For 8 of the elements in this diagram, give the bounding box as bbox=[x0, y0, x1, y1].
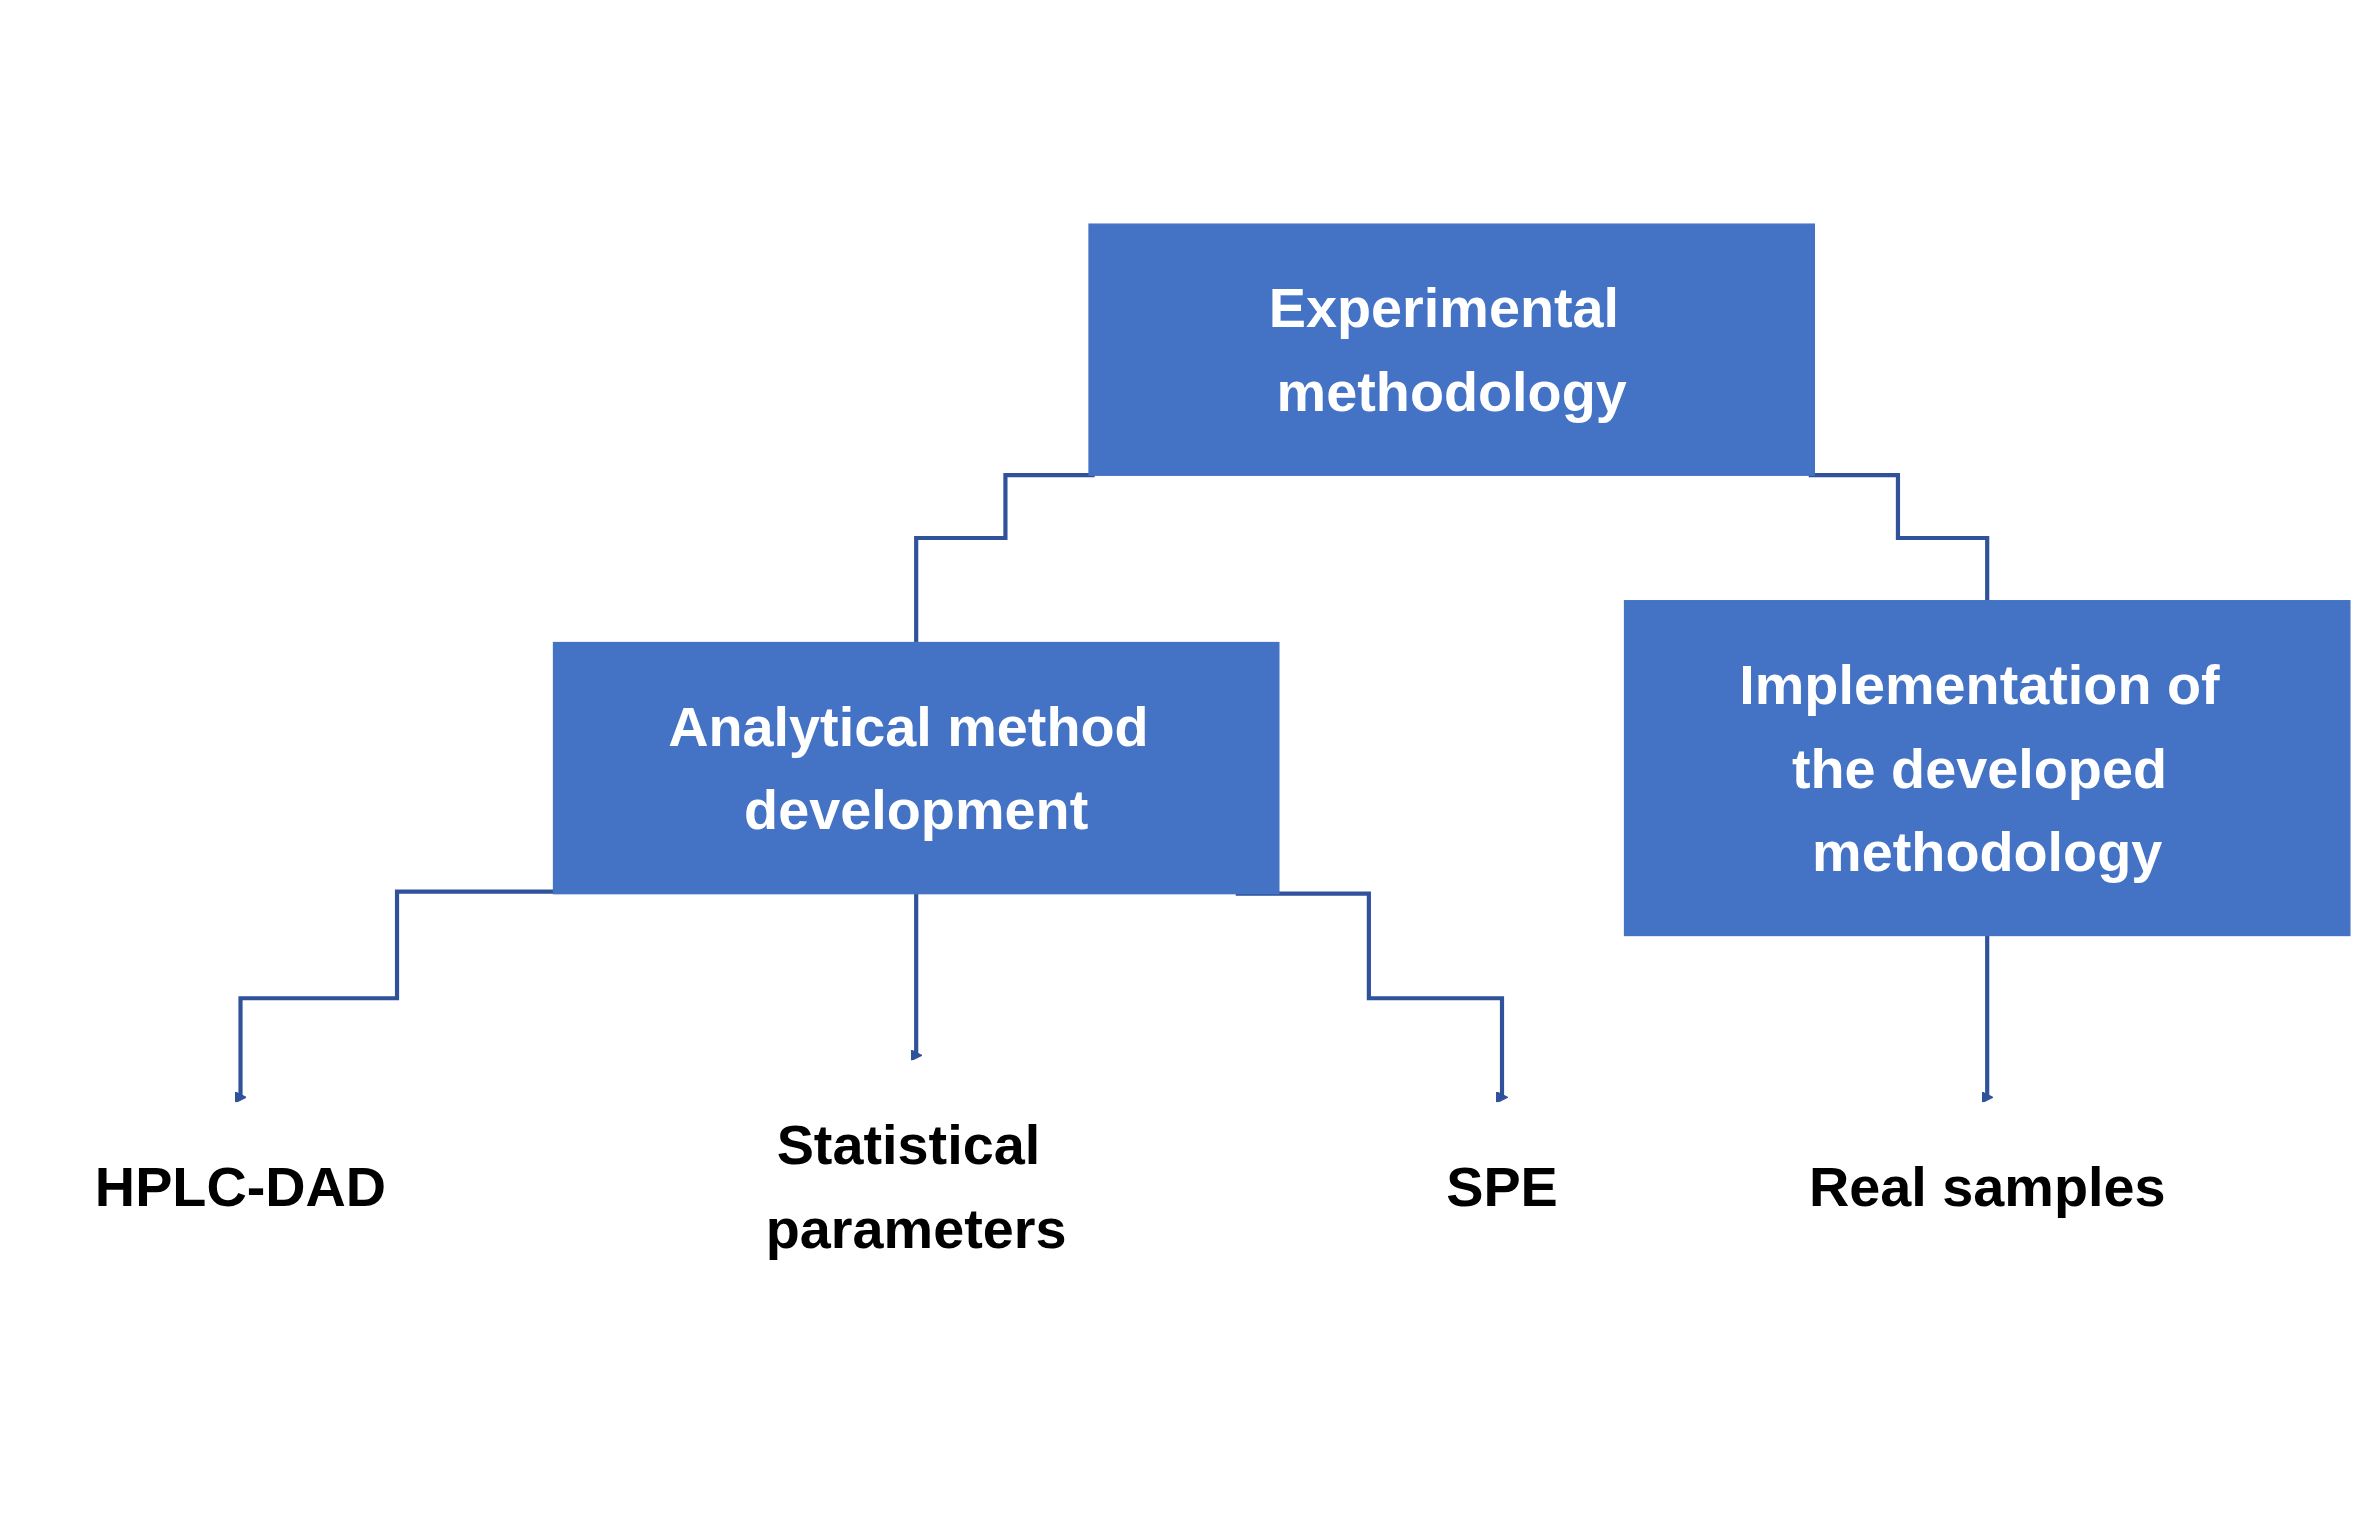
arrow bbox=[234, 889, 554, 1104]
node-text: SPE bbox=[1446, 1156, 1558, 1218]
node-box: Experimental methodology bbox=[1088, 223, 1816, 477]
node-box: Analytical method development bbox=[552, 642, 1280, 895]
node-text: HPLC-DAD bbox=[94, 1156, 387, 1218]
node-text: Statistical parameters bbox=[765, 1114, 1067, 1260]
node-box: Implementation of the developed methodology bbox=[1623, 600, 2351, 937]
node-text: Real samples bbox=[1808, 1156, 2166, 1218]
